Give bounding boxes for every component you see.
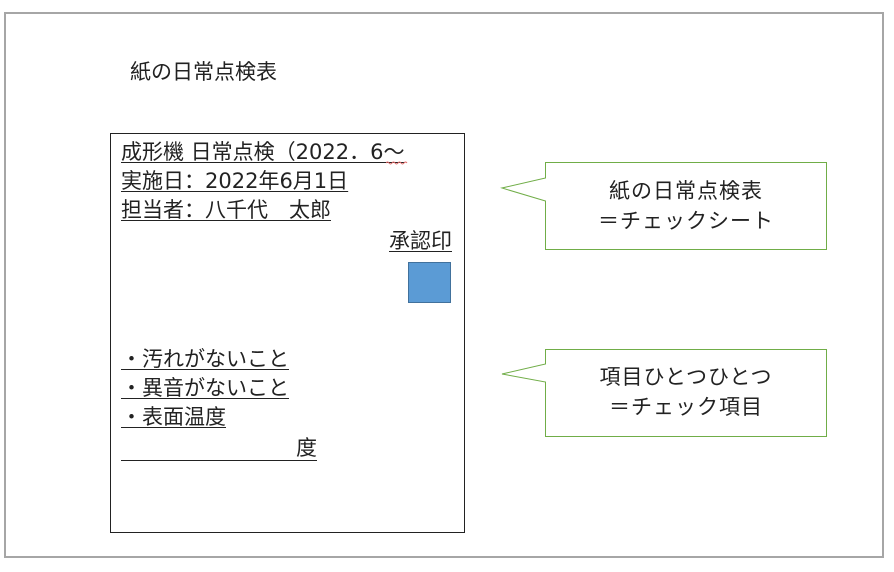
callout-check-items: 項目ひとつひとつ ＝チェック項目 [500,349,830,439]
page-title: 紙の日常点検表 [130,60,277,84]
sheet-header-line-1: 成形機 日常点検（2022．6〜 [121,140,405,164]
callout-check-sheet-shape [500,162,827,250]
spell-check-squiggle [386,161,408,165]
check-item-1: ・汚れがないこと [121,347,289,371]
callout-check-items-outline [501,349,827,437]
callout-check-sheet-text: 紙の日常点検表 ＝チェックシート [546,176,826,236]
callout-check-sheet-line-2: ＝チェックシート [598,209,774,233]
approval-stamp-box [408,262,451,303]
checklist-sheet: 成形機 日常点検（2022．6〜 実施日：2022年6月1日 担当者：八千代 太… [110,133,465,533]
temperature-unit: 度 [296,436,317,460]
callout-check-sheet: 紙の日常点検表 ＝チェックシート [500,162,830,252]
check-item-3: ・表面温度 [121,405,226,429]
check-item-2: ・異音がないこと [121,376,289,400]
approval-stamp-label: 承認印 [389,229,452,253]
callout-check-sheet-outline [500,162,827,250]
callout-check-items-line-2: ＝チェック項目 [609,395,763,419]
callout-check-items-text: 項目ひとつひとつ ＝チェック項目 [546,362,826,422]
callout-check-items-line-1: 項目ひとつひとつ [599,365,773,389]
sheet-header-line-3: 担当者：八千代 太郎 [121,198,331,222]
callout-check-items-shape [501,349,827,437]
sheet-header-line-2: 実施日：2022年6月1日 [121,169,349,193]
squiggle-path [386,161,408,165]
temperature-entry-line: 度 [121,435,317,461]
callout-check-sheet-line-1: 紙の日常点検表 [609,179,763,203]
